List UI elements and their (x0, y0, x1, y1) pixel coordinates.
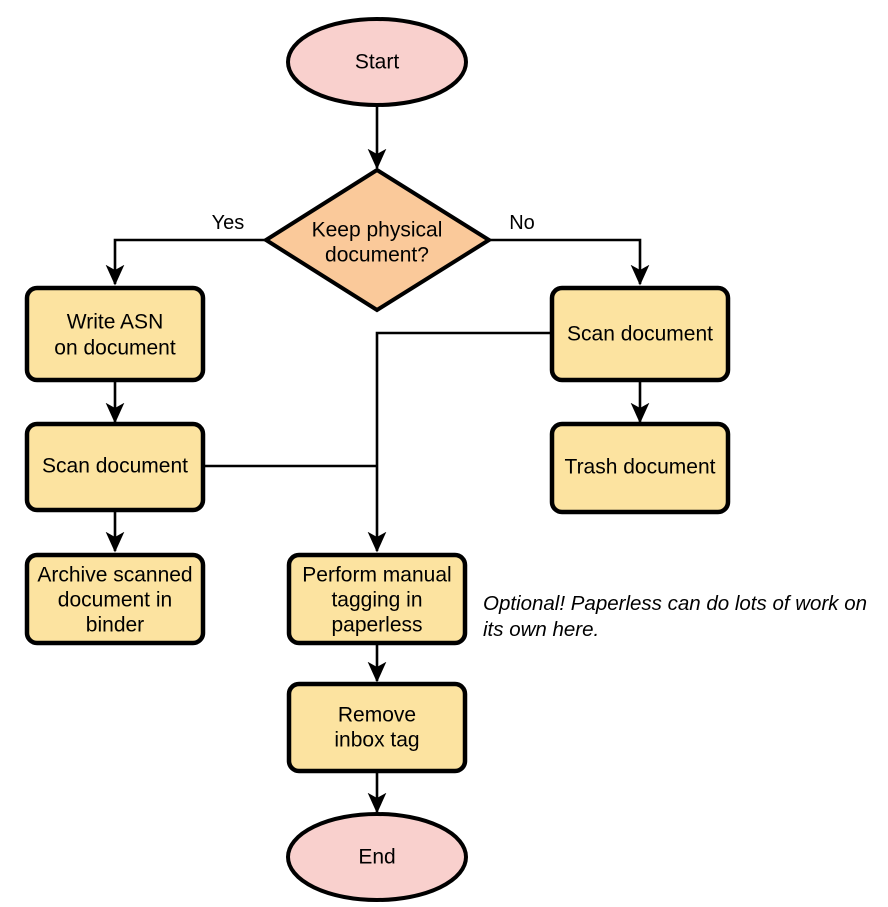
node-scan-document-left-label: Scan document (42, 455, 188, 478)
node-write-asn[interactable]: Write ASN on document (24, 285, 206, 383)
node-archive-label-line-2: document in (58, 589, 172, 612)
node-scan-document-right[interactable]: Scan document (549, 285, 731, 383)
node-decision-keep-physical-document[interactable]: Keep physical document? (262, 167, 493, 313)
node-remove-inbox-tag-label-line-1: Remove (338, 704, 416, 727)
node-scan-document-left-box[interactable] (24, 421, 206, 513)
node-write-asn-label-line-2: on document (54, 337, 176, 360)
annotation-note-line-2: its own here. (483, 618, 599, 641)
annotation-note: Optional! Paperless can do lots of work … (483, 592, 867, 641)
node-trash-document[interactable]: Trash document (549, 421, 731, 515)
annotation-note-line-1: Optional! Paperless can do lots of work … (483, 592, 867, 615)
node-perform-manual-tagging[interactable]: Perform manual tagging in paperless (286, 552, 468, 646)
node-decision-label-line-1: Keep physical (312, 219, 443, 242)
edge-scan-right-to-tagging (367, 331, 552, 553)
node-tagging-label-line-3: paperless (331, 614, 422, 637)
node-decision-label-line-2: document? (325, 244, 429, 267)
node-remove-inbox-tag[interactable]: Remove inbox tag (286, 681, 468, 774)
node-tagging-box[interactable] (286, 552, 468, 646)
node-tagging-label-line-2: tagging in (331, 589, 422, 612)
node-remove-inbox-tag-label-line-2: inbox tag (334, 729, 419, 752)
node-write-asn-label-line-1: Write ASN (67, 311, 163, 334)
node-archive-box[interactable] (24, 552, 206, 646)
node-start-ellipse[interactable] (286, 17, 468, 107)
edges-group (105, 104, 650, 814)
edge-decision-yes-to-write-asn (105, 238, 266, 286)
node-archive-label-line-3: binder (86, 614, 144, 637)
node-scan-document-left[interactable]: Scan document (24, 421, 206, 513)
edge-labels-group: Yes No (212, 212, 535, 234)
node-archive-label-line-1: Archive scanned (37, 564, 192, 587)
node-tagging-label-line-1: Perform manual (302, 564, 451, 587)
node-end-label: End (358, 846, 395, 869)
edge-decision-no-to-scan-right (489, 238, 650, 286)
node-write-asn-box[interactable] (24, 285, 206, 383)
node-end[interactable]: End (286, 812, 468, 902)
node-remove-inbox-tag-box[interactable] (286, 681, 468, 774)
node-scan-document-right-box[interactable] (549, 285, 731, 383)
edge-label-no: No (509, 212, 535, 234)
node-decision-diamond[interactable] (262, 167, 493, 313)
node-scan-document-right-label: Scan document (567, 323, 713, 346)
node-trash-document-box[interactable] (549, 421, 731, 515)
node-trash-document-label: Trash document (565, 456, 716, 479)
node-end-ellipse[interactable] (286, 812, 468, 902)
edge-label-yes: Yes (212, 212, 245, 234)
node-start[interactable]: Start (286, 17, 468, 107)
node-archive-scanned-document[interactable]: Archive scanned document in binder (24, 552, 206, 646)
node-start-label: Start (355, 51, 400, 74)
